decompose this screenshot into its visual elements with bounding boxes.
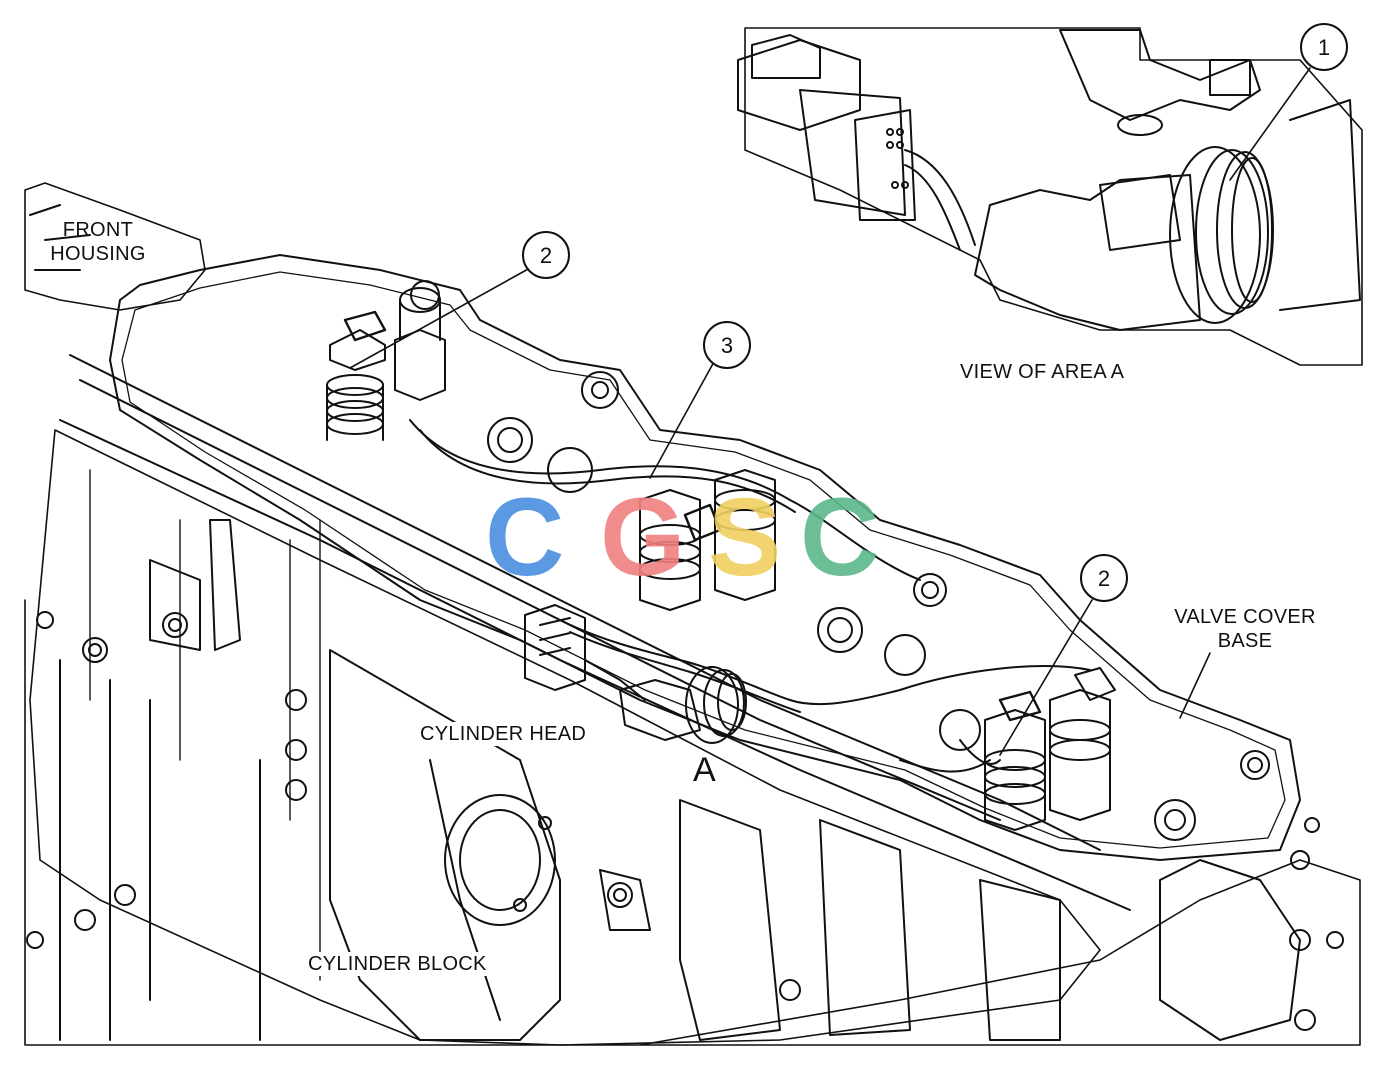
cylinder-block-label: CYLINDER BLOCK [308,952,487,976]
callout-2-lower-number: 2 [1098,566,1110,591]
sensor-area-a [619,666,747,744]
injector-1 [326,310,387,441]
callout-3: 3 [703,321,751,369]
valve-cover-base-label: VALVE COVER BASE [1160,605,1330,653]
callout-2-upper: 2 [522,231,570,279]
cylinder-head-label: CYLINDER HEAD [420,722,587,746]
view-of-area-label: VIEW OF AREA A [960,361,1125,383]
watermark-letter-g: G [600,476,686,599]
injector-5 [984,690,1046,831]
callout-2-lower: 2 [1080,554,1128,602]
front-housing-label-line1: FRONT [62,219,134,241]
watermark-letter-c2: C [800,476,879,599]
injector-6 [1049,667,1116,821]
inset-view-area-a [737,27,1363,366]
callout-3-number: 3 [721,333,733,358]
callout-2-upper-number: 2 [540,243,552,268]
wiring-harness [409,419,921,581]
area-a-marker: A [693,751,716,789]
injector-3 [639,489,722,611]
engine-assembly [24,182,1361,1046]
watermark-letter-s: S [708,476,781,599]
front-housing-label-line2: HOUSING [50,243,146,265]
watermark: C G S C [485,476,879,599]
front-housing-label: FRONT HOUSING [40,218,156,266]
valve-cover-base-outline [109,254,1301,861]
callout-1-number: 1 [1318,35,1330,60]
valve-cover-label-line2: BASE [1217,630,1273,652]
valve-cover-label-line1: VALVE COVER [1174,606,1316,628]
watermark-letter-c1: C [485,476,564,599]
injector-2 [394,287,446,401]
callout-1: 1 [1300,23,1348,71]
